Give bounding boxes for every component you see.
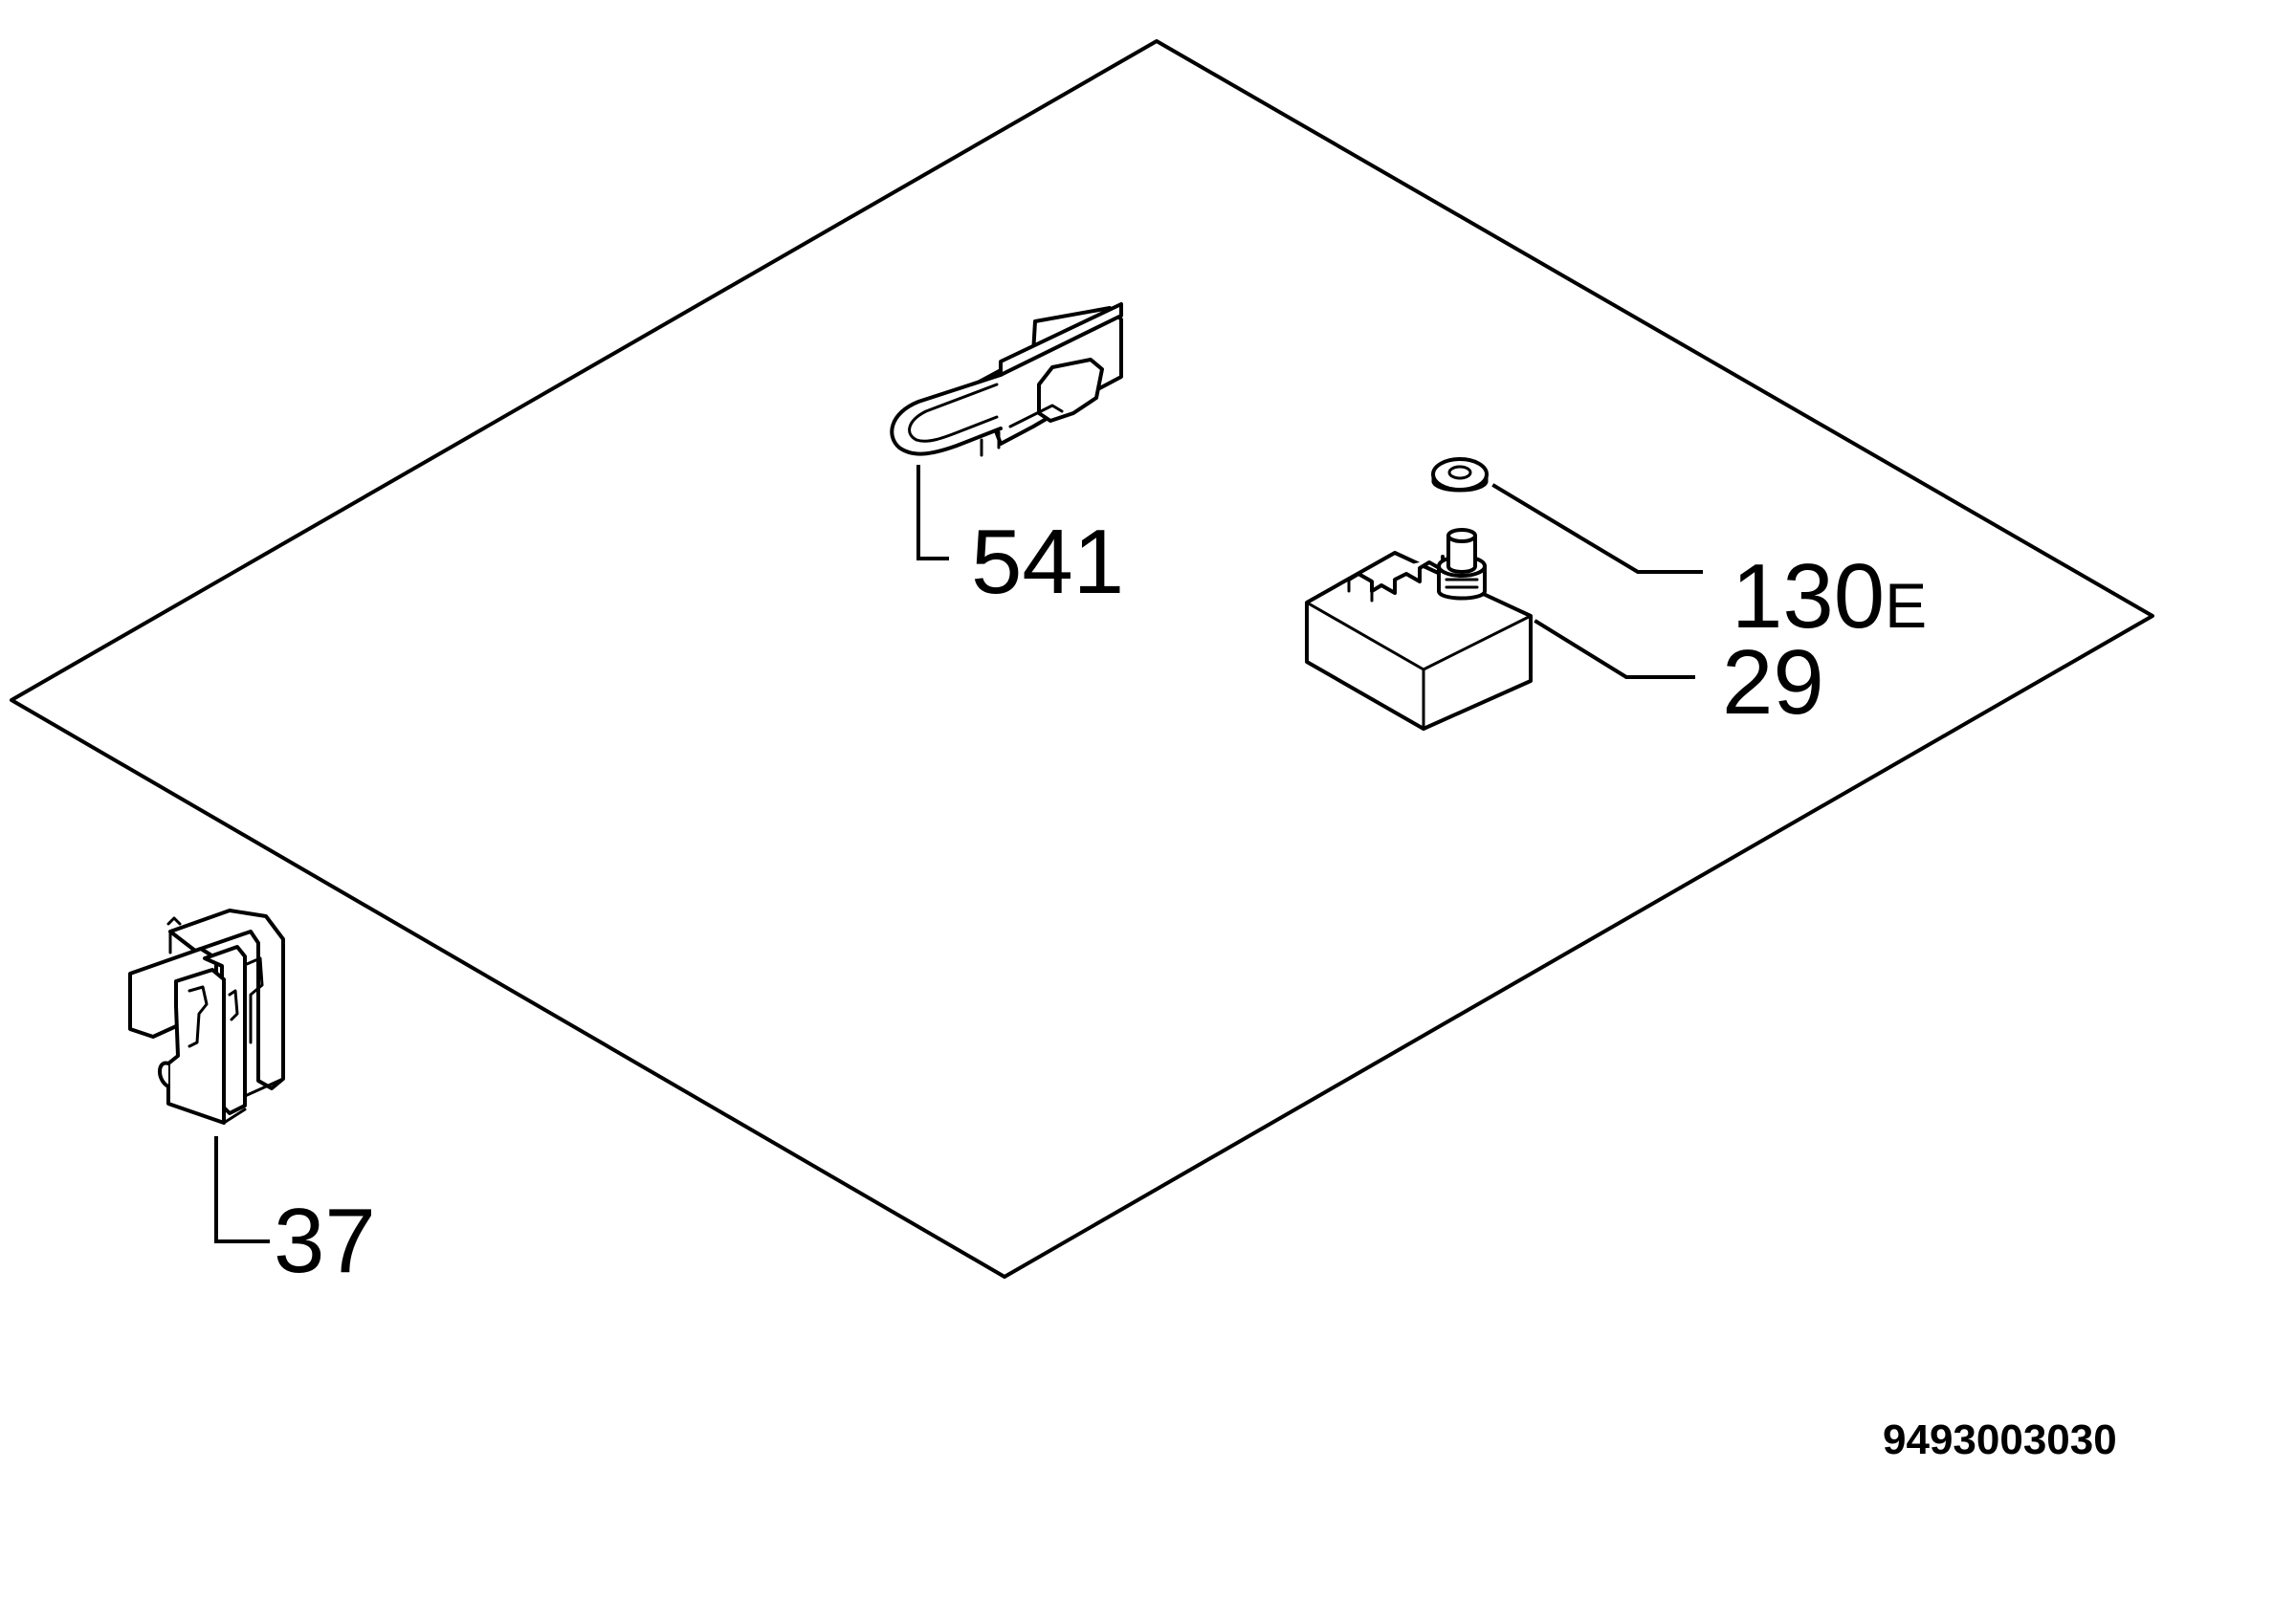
mounting-plate-outline [10,39,2154,1279]
callout-37: 37 [274,1190,376,1292]
leader-29 [1534,619,1695,679]
part-29-module [1305,528,1533,731]
callout-29: 29 [1722,631,1824,734]
callout-130-suffix: E [1885,570,1927,641]
leader-37 [214,1136,270,1243]
drawing-number: 9493003030 [1883,1416,2117,1463]
callout-130-number: 130 [1732,545,1885,647]
part-541-connector [890,302,1123,457]
callout-541: 541 [971,511,1124,613]
part-37-terminal-bracket [128,909,285,1125]
callout-130: 130E [1732,545,1927,647]
part-130e-nut [1431,457,1489,493]
leader-130e [1491,483,1703,574]
leader-541 [916,465,949,560]
